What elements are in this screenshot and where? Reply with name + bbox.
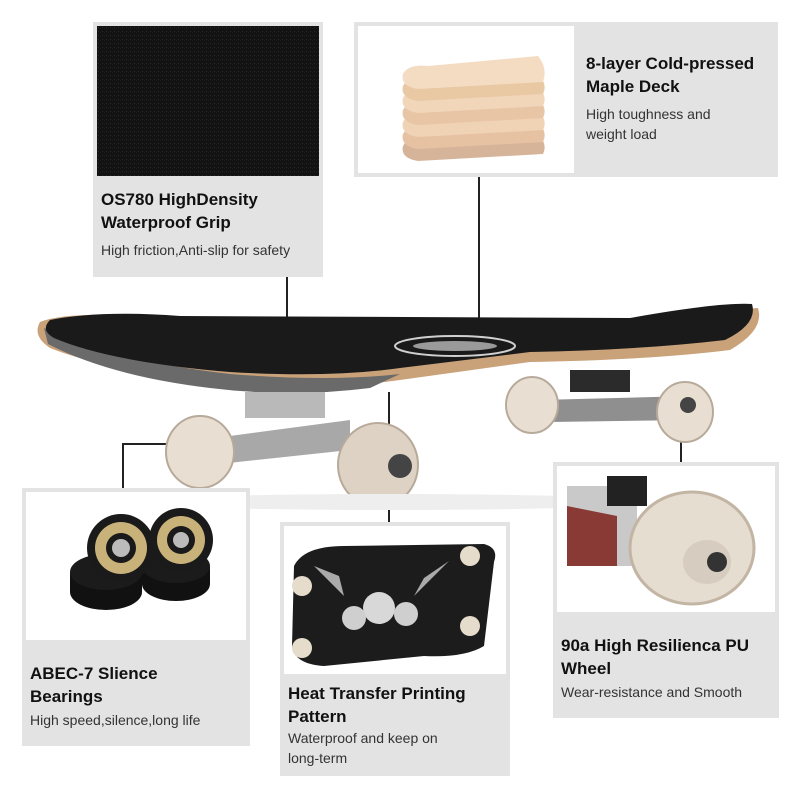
deck-connector-line [478, 177, 480, 357]
grip-feature-card: OS780 HighDensity Waterproof Grip High f… [93, 22, 323, 277]
maple-layers-icon [358, 26, 574, 173]
skateboard-illustration [30, 280, 770, 520]
grip-tape-swatch-icon [97, 26, 319, 176]
wheel-feature-card: 90a High Resilienca PU Wheel Wear-resist… [553, 462, 779, 718]
printing-desc: Waterproof and keep on long-term [288, 730, 438, 766]
bearings-desc: High speed,silence,long life [30, 712, 201, 728]
bearings-feature-card: ABEC-7 Slience Bearings High speed,silen… [22, 488, 250, 746]
wheel-title: 90a High Resilienca PU Wheel [561, 636, 750, 678]
deck-desc: High toughness and weight load [586, 106, 711, 142]
deck-title: 8-layer Cold-pressed Maple Deck [586, 54, 755, 96]
deck-feature-card: 8-layer Cold-pressed Maple Deck High tou… [354, 22, 778, 177]
bearings-connector-line-v [122, 443, 124, 488]
printing-title: Heat Transfer Printing Pattern [288, 684, 466, 726]
printing-feature-card: Heat Transfer Printing Pattern Waterproo… [280, 522, 510, 776]
grip-desc: High friction,Anti-slip for safety [101, 242, 291, 258]
pu-wheel-icon [557, 466, 775, 612]
bearings-icon [26, 492, 246, 640]
grip-title: OS780 HighDensity Waterproof Grip [101, 190, 258, 232]
bearings-title: ABEC-7 Slience Bearings [30, 664, 158, 706]
bearings-connector-line-h [122, 443, 172, 445]
grip-connector-line [286, 277, 288, 339]
wheel-desc: Wear-resistance and Smooth [561, 684, 743, 700]
deck-print-icon [284, 526, 506, 674]
